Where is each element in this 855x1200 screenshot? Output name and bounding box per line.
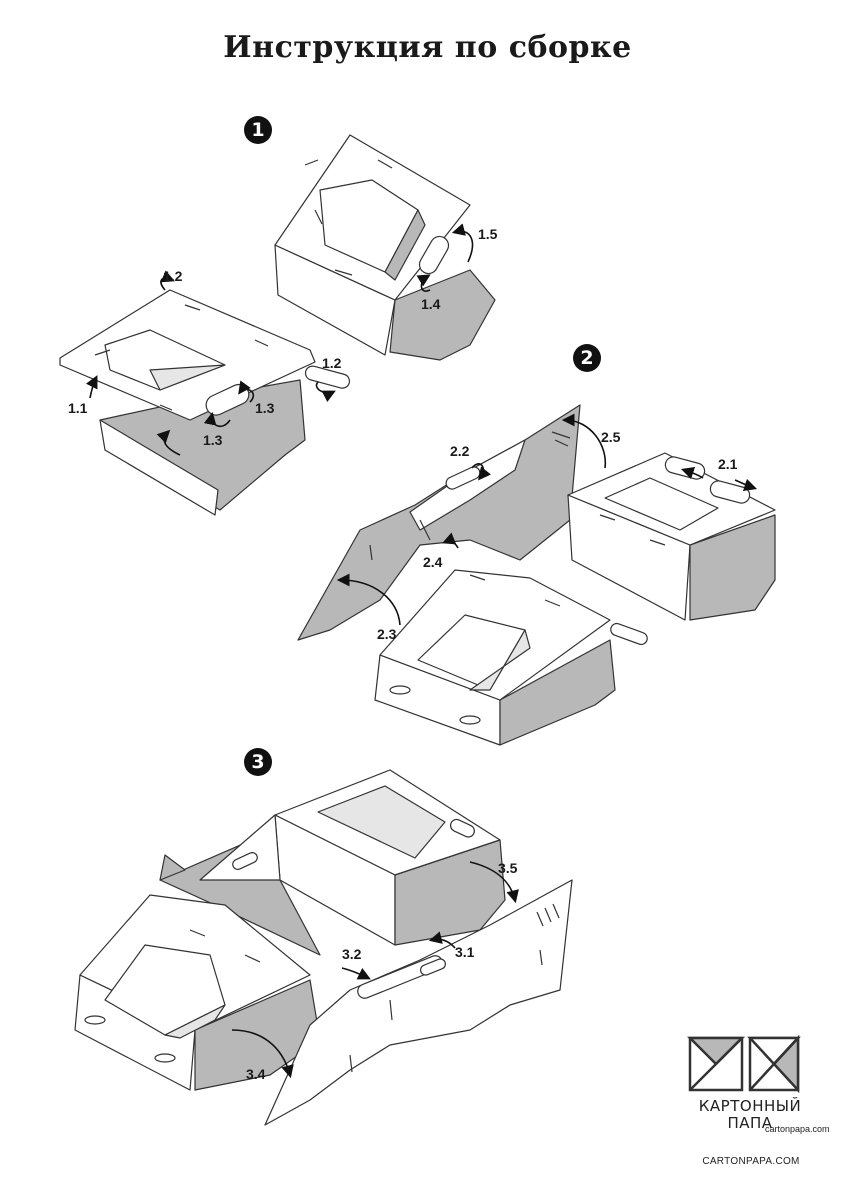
label-1-3-upper: 1.3 xyxy=(255,400,275,416)
step3-side-panel xyxy=(264,879,573,1126)
step3-rear-window xyxy=(317,785,446,859)
step1-illustration xyxy=(59,134,496,516)
label-1-4: 1.4 xyxy=(421,296,441,312)
step2-arrows xyxy=(336,413,758,626)
brand-logo-icon xyxy=(686,1034,801,1094)
label-3-5: 3.5 xyxy=(498,860,518,876)
label-2-4: 2.4 xyxy=(423,554,443,570)
label-2-5: 2.5 xyxy=(601,429,621,445)
label-1-5: 1.5 xyxy=(478,226,498,242)
label-1-2-right: 1.2 xyxy=(322,355,342,371)
step1-badge: 1 xyxy=(244,116,272,144)
step3-badge: 3 xyxy=(244,748,272,776)
step2-right-box-grey xyxy=(689,514,776,621)
label-2-1: 2.1 xyxy=(718,456,738,472)
step2-illustration xyxy=(297,404,776,746)
label-1-3-lower: 1.3 xyxy=(203,432,223,448)
step3-rear-box-grey xyxy=(394,839,506,946)
label-3-1: 3.1 xyxy=(455,944,475,960)
step1-arrows xyxy=(85,223,474,456)
brand-url[interactable]: CARTONPAPA.COM xyxy=(702,1156,800,1167)
brand-url-small[interactable]: cartonpapa.com xyxy=(765,1124,830,1134)
step3-arrows xyxy=(231,861,519,1079)
brand-name: КАРТОННЫЙ ПАПА xyxy=(690,1098,810,1132)
step1-lower-box-front xyxy=(99,419,219,516)
step2-bottom-box-grey xyxy=(499,639,616,746)
label-1-2-left: 1.2 xyxy=(163,268,183,284)
label-2-3: 2.3 xyxy=(377,626,397,642)
label-3-4: 3.4 xyxy=(246,1066,266,1082)
step1-box-grey-side xyxy=(389,269,496,361)
step3-front-window xyxy=(104,944,226,1036)
step2-right-box-window xyxy=(604,477,719,531)
brand-name-line1: КАРТОННЫЙ xyxy=(698,1097,802,1115)
label-1-1: 1.1 xyxy=(68,400,88,416)
page-title: Инструкция по сборке xyxy=(223,30,632,65)
step3-illustration xyxy=(74,769,573,1126)
label-2-2: 2.2 xyxy=(450,443,470,459)
brand-name-line2: ПАПА xyxy=(727,1114,773,1132)
step2-badge: 2 xyxy=(573,344,601,372)
label-3-2: 3.2 xyxy=(342,946,362,962)
